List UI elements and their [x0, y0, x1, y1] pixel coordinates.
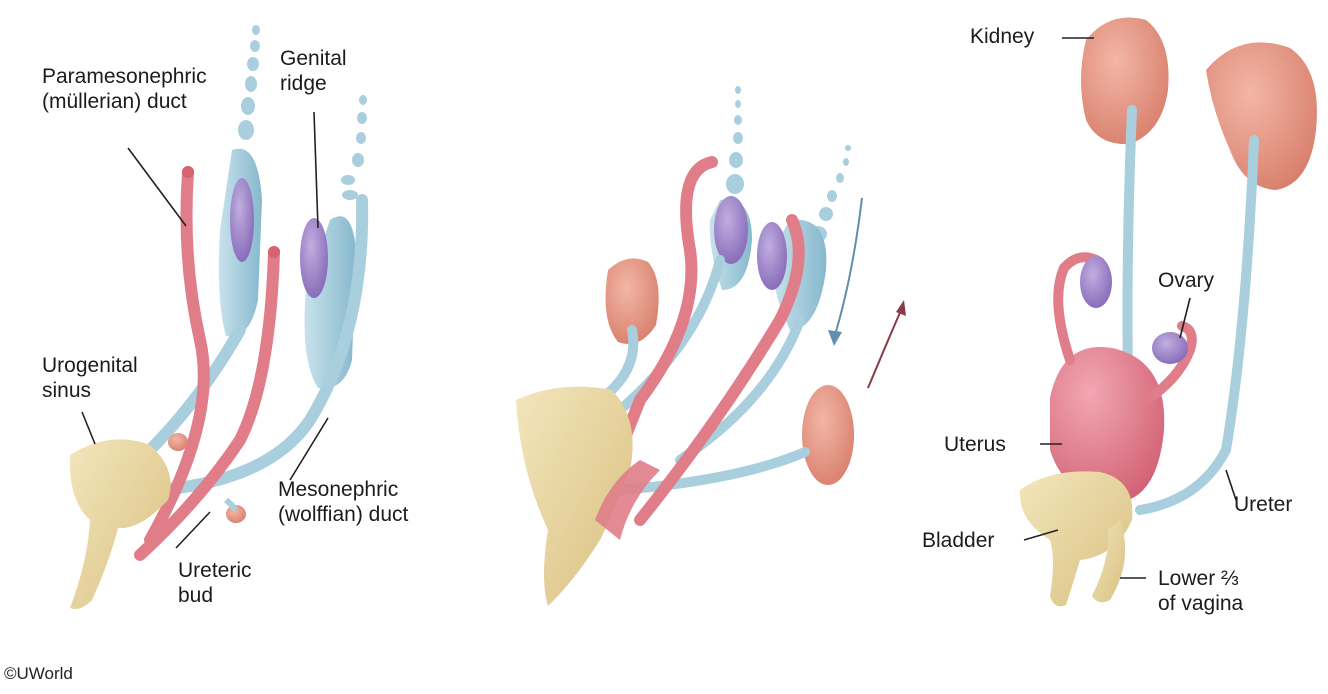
label-lower-vagina-line1: Lower ⅔ — [1158, 566, 1243, 591]
label-mesonephric-line1: Mesonephric — [278, 477, 408, 502]
label-kidney: Kidney — [970, 24, 1034, 49]
label-mesonephric-duct: Mesonephric (wolffian) duct — [278, 477, 408, 527]
label-ureteric-bud-line2: bud — [178, 583, 252, 608]
label-uterus: Uterus — [944, 432, 1006, 457]
metanephros-right — [802, 385, 854, 485]
label-bladder: Bladder — [922, 528, 994, 553]
label-ovary: Ovary — [1158, 268, 1214, 293]
label-lower-vagina-line2: of vagina — [1158, 591, 1243, 616]
label-lower-vagina: Lower ⅔ of vagina — [1158, 566, 1243, 616]
genital-ridge-right — [300, 218, 328, 298]
ureteric-bud-left — [168, 433, 188, 451]
ureter-left — [1128, 110, 1133, 380]
label-ureter: Ureter — [1234, 492, 1292, 517]
ascent-arrow-icon — [868, 300, 906, 388]
label-genital-ridge: Genital ridge — [280, 46, 347, 96]
label-genital-ridge-line2: ridge — [280, 71, 347, 96]
label-urogenital-sinus: Urogenital sinus — [42, 353, 138, 403]
genital-ridge-left — [230, 178, 254, 262]
label-paramesonephric-line1: Paramesonephric — [42, 64, 207, 89]
label-urogenital-sinus-line1: Urogenital — [42, 353, 138, 378]
label-paramesonephric-line2: (müllerian) duct — [42, 89, 207, 114]
ovary-right — [1152, 332, 1188, 364]
gonad-right — [757, 222, 787, 290]
label-urogenital-sinus-line2: sinus — [42, 378, 138, 403]
label-ureteric-bud: Ureteric bud — [178, 558, 252, 608]
panel-female-stage — [1020, 18, 1317, 607]
ovary-left — [1080, 256, 1112, 308]
label-paramesonephric-duct: Paramesonephric (müllerian) duct — [42, 64, 207, 114]
label-mesonephric-line2: (wolffian) duct — [278, 502, 408, 527]
gonad-left — [714, 196, 748, 264]
panel-developing-stage — [516, 86, 906, 606]
copyright-notice: ©UWorld — [4, 664, 73, 684]
kidney-right — [1206, 42, 1317, 190]
kidney-left — [1081, 18, 1169, 145]
descent-arrow-icon — [828, 198, 862, 346]
label-ureteric-bud-line1: Ureteric — [178, 558, 252, 583]
label-genital-ridge-line1: Genital — [280, 46, 347, 71]
